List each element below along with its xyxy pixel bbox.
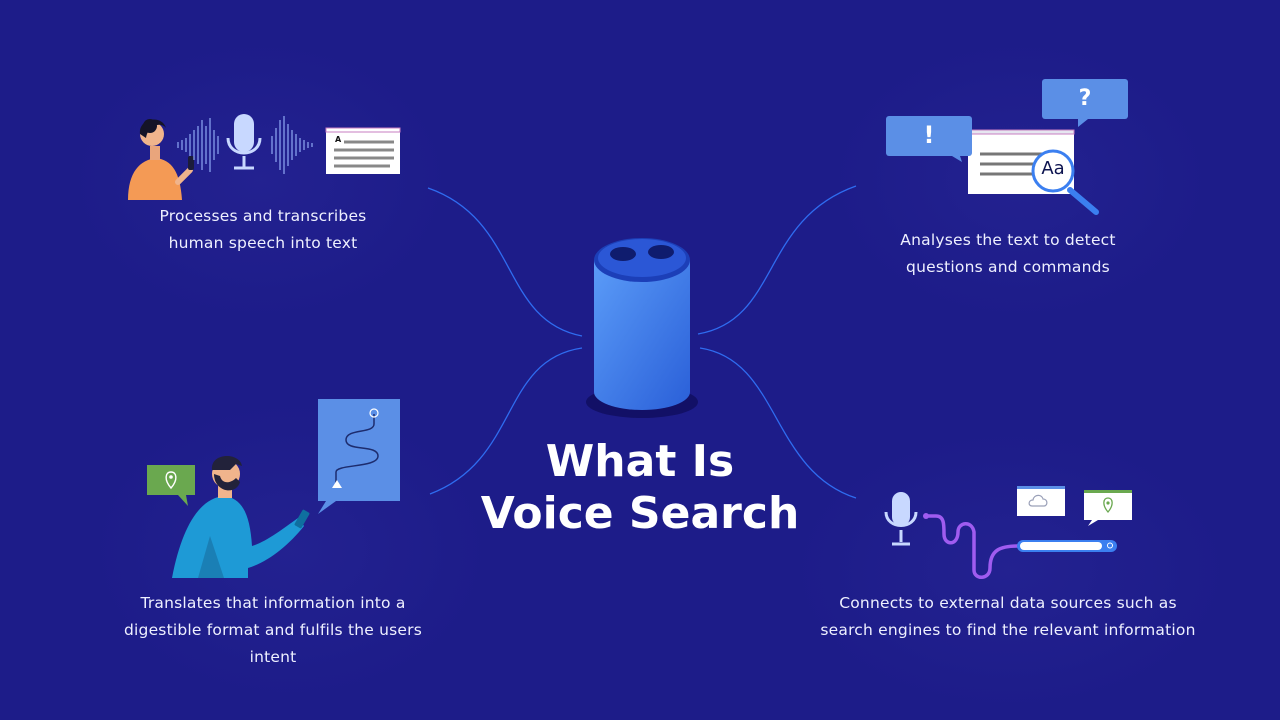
data-sources-illustration	[884, 486, 1132, 579]
route-map-icon	[318, 399, 400, 514]
woman-speaking-icon	[128, 119, 194, 200]
sound-wave-right-icon	[271, 116, 313, 174]
glow-bottom-right	[790, 430, 1230, 710]
connector-top-right	[697, 185, 857, 335]
map-pin-window-icon	[1084, 490, 1132, 526]
question-bubble-icon	[1042, 79, 1128, 127]
location-pin-bubble-icon	[147, 465, 195, 506]
caption-speech-to-text: Processes and transcribes human speech i…	[159, 207, 367, 252]
transcript-document-icon	[325, 127, 401, 174]
cloud-window-icon	[1017, 486, 1065, 516]
title-line-1: What Is	[545, 436, 735, 487]
caption-intent-fulfilment: Translates that information into a diges…	[123, 594, 423, 666]
exclamation-mark: !	[923, 121, 935, 149]
title-line-2: Voice Search	[480, 488, 800, 539]
caption-text-analysis: Analyses the text to detect questions an…	[900, 231, 1116, 276]
connector-bottom-left	[429, 347, 583, 495]
question-mark: ?	[1078, 86, 1092, 111]
intent-fulfilment-illustration	[147, 399, 400, 578]
page-title: What Is Voice Search	[440, 436, 840, 540]
connector-top-left	[427, 187, 583, 337]
data-connection-icon	[923, 513, 1020, 579]
caption-data-sources: Connects to external data sources such a…	[820, 594, 1196, 639]
text-analysis-illustration	[886, 79, 1128, 215]
glow-bottom-left	[90, 400, 490, 700]
magnifier-icon	[1031, 149, 1099, 215]
search-bar-icon	[1017, 540, 1117, 552]
doc-letter: A	[335, 135, 342, 144]
exclamation-bubble-icon	[886, 116, 972, 162]
speech-transcription-illustration	[128, 114, 401, 200]
magnifier-label: Aa	[1041, 158, 1065, 179]
connector-bottom-right	[699, 347, 857, 499]
sound-wave-left-icon	[177, 118, 219, 172]
smart-speaker-icon	[586, 238, 698, 418]
microphone-icon	[226, 114, 262, 170]
microphone-icon	[884, 492, 918, 546]
man-with-phone-icon	[172, 455, 310, 578]
